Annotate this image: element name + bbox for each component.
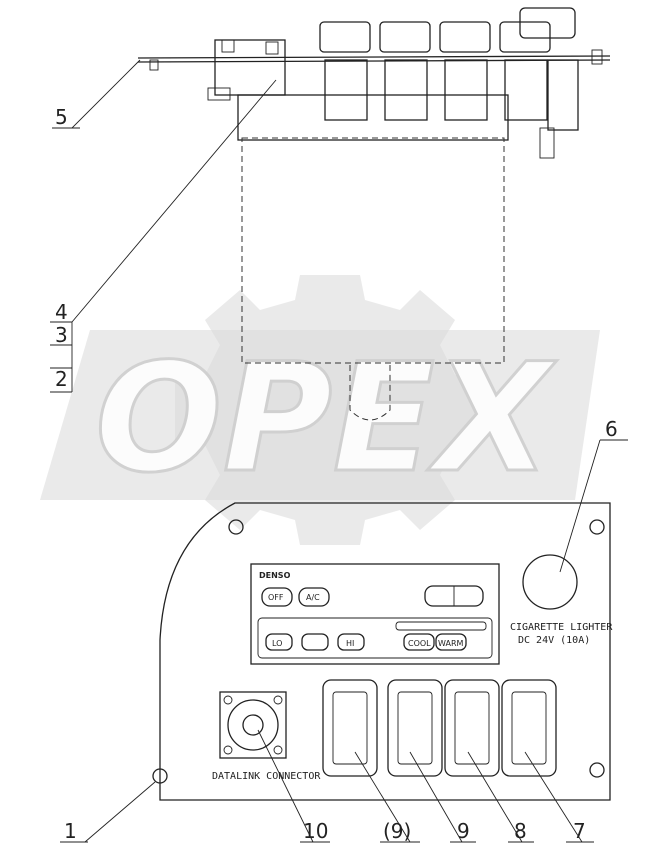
switch-body-4 [499,21,551,53]
switch-housing-4 [504,59,548,121]
leader-5 [71,59,141,129]
callout-5: 5 [55,105,68,129]
mounting-plate [137,55,611,59]
callout-1: 1 [64,819,77,843]
callout-3: 3 [55,323,68,347]
callout-8: 8 [514,819,527,843]
lighter-terminal [539,127,555,159]
watermark-banner [40,330,600,500]
connector-flange [219,691,287,759]
leader-9b [354,751,411,843]
ac-control-frame [250,563,500,665]
hi-button-label: HI [346,639,354,648]
opex-watermark: OPEX [40,275,600,545]
lo-button-label: LO [272,639,282,648]
bracket-block [214,39,286,96]
switch-housing-3 [444,59,488,121]
screw-top-right [589,519,605,535]
callout-10: 10 [303,819,328,843]
switch-7[interactable] [501,679,557,777]
switch-8[interactable] [444,679,500,777]
ac-control-unit: DENSO OFF A/C LO HI COOL WARM [250,563,500,665]
connector-bolt-1 [223,695,233,705]
lighter-socket-top [519,7,576,39]
cigarette-lighter: CIGARETTE LIGHTER DC 24V (10A) [510,554,613,646]
top-assembly [137,7,611,421]
controller-box [241,137,505,364]
callout-9b: (9) [383,819,411,843]
warm-button[interactable] [435,633,467,651]
switch-9b[interactable] [322,679,378,777]
switch-7-face [511,691,547,765]
switch-body-1 [319,21,371,53]
switch-9-face [397,691,433,765]
controller-harness [349,365,391,421]
callout-9: 9 [457,819,470,843]
screw-bottom-right [589,762,605,778]
lighter-socket-body [547,59,579,131]
panel-outline [159,502,611,801]
connector-ring [227,699,279,751]
callout-6: 6 [605,417,618,441]
connector-bolt-2 [273,695,283,705]
temp-scale [395,621,487,631]
connector-label: DATALINK CONNECTOR [212,771,321,782]
bracket-nut [207,87,231,101]
fan-panel [257,617,493,659]
connector-bolt-3 [223,745,233,755]
switch-bodies [319,7,579,159]
callout-4: 4 [55,300,68,324]
lighter-knob[interactable] [522,554,578,610]
mid-button[interactable] [301,633,329,651]
ac-button-label: A/C [306,593,320,602]
switch-housing-1 [324,59,368,121]
corner-screws [152,519,605,784]
controller-top [237,94,509,141]
switch-body-2 [379,21,431,53]
off-button-label: OFF [268,593,284,602]
console-panel: DENSO OFF A/C LO HI COOL WARM CIGARETTE … [152,502,613,801]
callouts: 5 4 3 2 6 1 10 (9) 9 8 [50,59,628,843]
screw-top-left [228,519,244,535]
callout-7: 7 [573,819,586,843]
warm-button-label: WARM [438,639,464,648]
leader-6 [559,439,601,573]
leader-7 [524,751,583,843]
bracket-bolt-1 [221,39,235,53]
ac-button[interactable] [298,587,330,607]
rocker-switches [322,679,557,777]
switch-8-face [454,691,490,765]
off-button[interactable] [261,587,293,607]
cool-button[interactable] [403,633,435,651]
hi-button[interactable] [337,633,365,651]
lo-button[interactable] [265,633,293,651]
leader-4 [71,79,277,323]
callout-2: 2 [55,367,68,391]
switch-9[interactable] [387,679,443,777]
cool-button-label: COOL [408,639,431,648]
lighter-label-1: CIGARETTE LIGHTER [510,622,613,633]
switch-9b-face [332,691,368,765]
screw-bottom-left [152,768,168,784]
connector-core[interactable] [242,714,264,736]
switch-housing-2 [384,59,428,121]
lighter-label-2: DC 24V (10A) [518,635,590,646]
leader-8 [467,751,523,843]
screw-left [149,59,159,71]
brand-label: DENSO [259,571,291,580]
leader-1 [84,781,156,843]
switch-body-3 [439,21,491,53]
leader-10 [257,729,314,843]
datalink-connector: DATALINK CONNECTOR [212,691,321,782]
connector-bolt-4 [273,745,283,755]
screw-right [591,49,603,65]
bracket-bolt-2 [265,41,279,55]
leader-9 [409,751,463,843]
watermark-text: OPEX [95,332,557,506]
